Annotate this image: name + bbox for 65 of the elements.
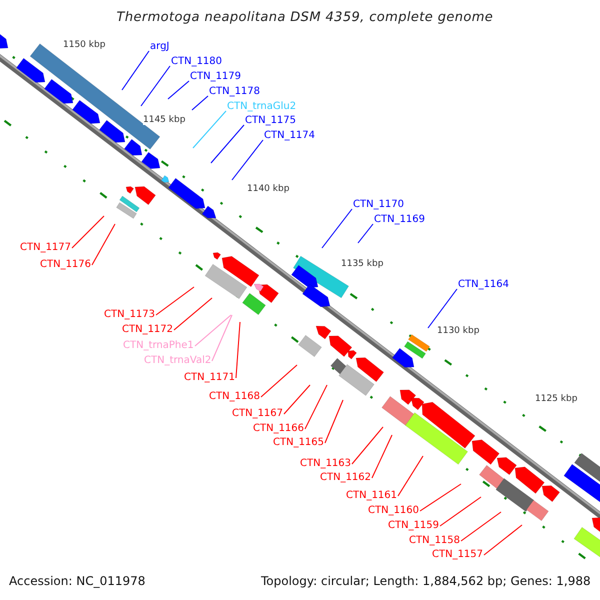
gene-label: CTN_1159 <box>388 521 440 531</box>
gene-label: argJ <box>150 42 170 52</box>
leader-line <box>428 288 458 328</box>
leader-line <box>372 434 392 478</box>
leader-line <box>260 364 298 398</box>
gene-label: CTN_1157 <box>432 550 484 560</box>
title: Thermotoga neapolitana DSM 4359, complete genome <box>116 11 494 24</box>
gene-label: CTN_1160 <box>368 506 420 516</box>
leader-line <box>140 66 170 106</box>
leader-line <box>194 314 232 346</box>
gene-label: CTN_1162 <box>320 473 372 483</box>
scale-label: 1125 kbp <box>535 395 578 404</box>
leader-line <box>174 298 212 330</box>
leader-line <box>92 224 116 266</box>
gene-label: CTN_1166 <box>253 424 304 434</box>
gene-label: CTN_1170 <box>353 200 404 210</box>
gene-label: CTN_1175 <box>245 116 296 126</box>
gene-label: CTN_1161 <box>346 491 398 501</box>
leader-line <box>232 140 264 180</box>
accession-text: Accession: NC_011978 <box>9 575 146 587</box>
gene-label: CTN_trnaVal2 <box>144 356 212 366</box>
leader-line <box>72 216 104 248</box>
leader-line <box>322 208 352 248</box>
leader-line <box>358 224 374 244</box>
gene-label: CTN_1172 <box>122 325 174 335</box>
leader-line <box>236 322 240 378</box>
gene-label: CTN_1176 <box>40 260 92 270</box>
gene-label: CTN_1177 <box>20 243 72 253</box>
leader-line <box>484 524 522 556</box>
leader-line <box>324 400 344 444</box>
leader-line <box>156 286 194 316</box>
leader-line <box>304 384 328 430</box>
gene-label: CTN_1163 <box>300 459 352 469</box>
leader-line <box>284 384 310 414</box>
gene-label: CTN_trnaGlu2 <box>227 102 296 112</box>
leader-line <box>352 426 384 464</box>
genome-stats-text: Topology: circular; Length: 1,884,562 bp; Genes: 1,988 <box>261 575 591 587</box>
gene-label: CTN_1164 <box>458 280 510 290</box>
gene-label: CTN_1171 <box>184 373 236 383</box>
scale-label: 1145 kbp <box>143 116 186 125</box>
gene-label: CTN_1168 <box>209 392 260 402</box>
leader-line <box>420 484 462 512</box>
gene-label: CTN_1179 <box>190 72 242 82</box>
leader-line <box>210 124 244 164</box>
leader-line <box>440 496 482 526</box>
leader-line <box>192 96 208 110</box>
scale-label: 1150 kbp <box>63 41 106 50</box>
gene-label: CTN_1158 <box>409 536 460 546</box>
gene-label: CTN_1165 <box>273 438 324 448</box>
gene-label: CTN_1167 <box>232 409 284 419</box>
scale-label: 1140 kbp <box>247 185 290 194</box>
gene-label: CTN_1173 <box>104 310 156 320</box>
leader-line <box>460 512 502 542</box>
leader-line <box>398 456 424 496</box>
leader-line <box>212 314 232 362</box>
scale-label: 1130 kbp <box>437 327 480 336</box>
leader-line <box>122 50 150 90</box>
leader-line <box>168 80 190 100</box>
gene-label: CTN_1180 <box>171 57 222 67</box>
gene-label: CTN_trnaPhe1 <box>123 341 194 351</box>
leader-line <box>192 110 226 148</box>
scale-label: 1135 kbp <box>341 260 384 269</box>
gene-label: CTN_1178 <box>209 87 260 97</box>
gene-label: CTN_1169 <box>374 215 426 225</box>
gene-label: CTN_1174 <box>264 131 316 141</box>
